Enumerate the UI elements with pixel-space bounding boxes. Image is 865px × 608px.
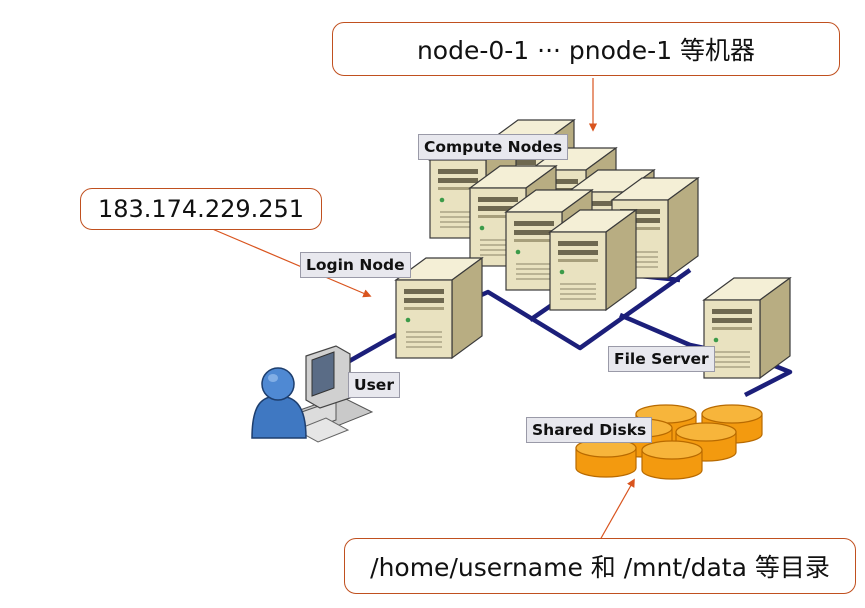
ip-callout-text: 183.174.229.251	[97, 195, 305, 223]
disk-icon	[641, 440, 703, 480]
compute-nodes-label: Compute Nodes	[418, 134, 569, 160]
user-label: User	[348, 372, 400, 398]
dirs-pointer	[599, 478, 635, 541]
disk-icon	[575, 438, 637, 478]
callout-pointers	[209, 78, 635, 541]
shared-disks-label: Shared Disks	[526, 417, 653, 443]
dirs-callout: /home/username 和 /mnt/data 等目录	[344, 538, 856, 594]
file-server-label: File Server	[608, 346, 715, 372]
ip-pointer	[209, 227, 372, 298]
machines-callout-text: node-0-1 ··· pnode-1 等机器	[416, 36, 756, 65]
machines-callout: node-0-1 ··· pnode-1 等机器	[332, 22, 840, 76]
user-icon	[251, 367, 307, 439]
login-node-label: Login Node	[300, 252, 411, 278]
file-server-icon	[703, 277, 791, 379]
server-icon	[549, 209, 637, 311]
dirs-callout-text: /home/username 和 /mnt/data 等目录	[370, 553, 830, 582]
workstation-icon	[294, 345, 374, 443]
ip-callout: 183.174.229.251	[80, 188, 322, 230]
